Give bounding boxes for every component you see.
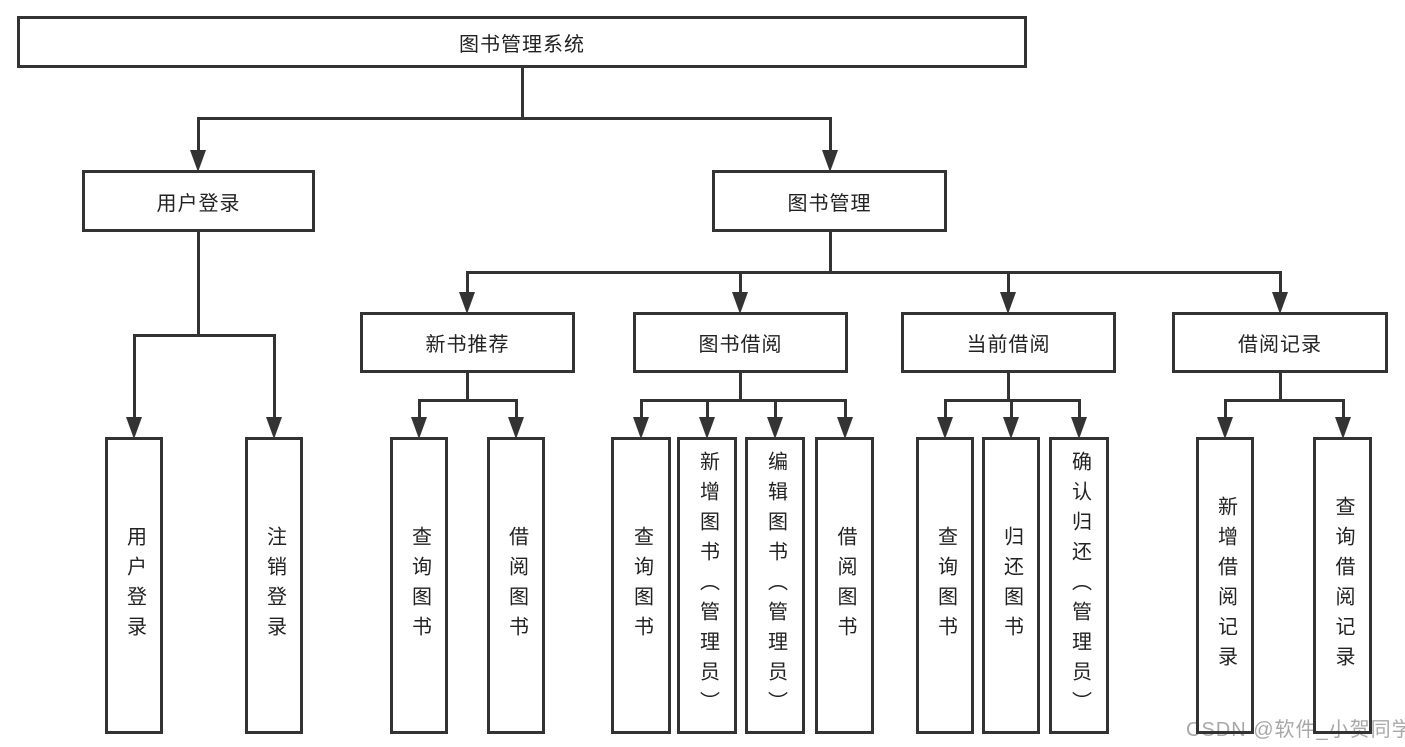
node-new-book-recommend: 新书推荐 bbox=[360, 312, 575, 373]
arrowhead-down-icon bbox=[822, 150, 838, 172]
leaf-label: 查询借阅记录 bbox=[1332, 495, 1354, 676]
connector-line-h bbox=[1223, 398, 1345, 402]
node-current-borrow: 当前借阅 bbox=[901, 312, 1116, 373]
arrowhead-down-icon bbox=[1335, 417, 1351, 439]
leaf-user-login: 用户登录 bbox=[105, 437, 163, 734]
arrowhead-down-icon bbox=[1217, 417, 1233, 439]
arrowhead-down-icon bbox=[1003, 417, 1019, 439]
arrowhead-down-icon bbox=[633, 417, 649, 439]
leaf-label: 注销登录 bbox=[263, 525, 286, 646]
connector-line-v bbox=[520, 66, 524, 120]
leaf-label: 新增图书（管理员） bbox=[696, 450, 719, 721]
connector-line-v bbox=[1278, 272, 1282, 294]
connector-line-v bbox=[843, 400, 847, 419]
leaf-current-confirm-return-admin: 确认归还（管理员） bbox=[1049, 437, 1109, 734]
node-label: 图书借阅 bbox=[698, 334, 783, 356]
leaf-label: 归还图书 bbox=[1000, 525, 1023, 646]
leaf-records-add-record: 新增借阅记录 bbox=[1196, 437, 1254, 734]
watermark: CSDN @软件_小贺同学 bbox=[1186, 719, 1405, 741]
leaf-label: 查询图书 bbox=[934, 525, 957, 646]
arrowhead-down-icon bbox=[1071, 417, 1087, 439]
connector-line-h bbox=[465, 270, 1282, 274]
connector-line-v bbox=[1077, 400, 1081, 419]
connector-line-v bbox=[1006, 272, 1010, 294]
connector-line-v bbox=[828, 231, 832, 274]
node-label: 新书推荐 bbox=[425, 334, 510, 356]
node-book-borrow: 图书借阅 bbox=[633, 312, 848, 373]
connector-line-v bbox=[272, 335, 276, 419]
connector-line-h bbox=[196, 116, 832, 120]
arrowhead-down-icon bbox=[508, 417, 524, 439]
connector-line-v bbox=[196, 118, 200, 152]
connector-line-v bbox=[417, 400, 421, 419]
leaf-label: 确认归还（管理员） bbox=[1068, 450, 1091, 721]
connector-line-h bbox=[132, 333, 276, 337]
arrowhead-down-icon bbox=[937, 417, 953, 439]
connector-line-v bbox=[465, 272, 469, 294]
arrowhead-down-icon bbox=[459, 292, 475, 314]
leaf-label: 借阅图书 bbox=[505, 525, 528, 646]
arrowhead-down-icon bbox=[1272, 292, 1288, 314]
arrowhead-down-icon bbox=[837, 417, 853, 439]
leaf-borrow-query-books: 查询图书 bbox=[611, 437, 671, 734]
connector-line-v bbox=[1006, 372, 1010, 402]
leaf-logout: 注销登录 bbox=[245, 437, 303, 734]
leaf-recommend-borrow-books: 借阅图书 bbox=[487, 437, 545, 734]
leaf-label: 新增借阅记录 bbox=[1214, 495, 1237, 676]
node-label: 当前借阅 bbox=[966, 334, 1051, 356]
arrowhead-down-icon bbox=[732, 292, 748, 314]
connector-line-v bbox=[828, 118, 832, 152]
node-label: 图书管理 bbox=[787, 192, 872, 215]
node-user-login: 用户登录 bbox=[82, 170, 315, 232]
arrowhead-down-icon bbox=[266, 417, 282, 439]
connector-line-v bbox=[773, 400, 777, 419]
leaf-current-query-books: 查询图书 bbox=[916, 437, 974, 734]
leaf-label: 借阅图书 bbox=[834, 525, 856, 646]
node-label: 借阅记录 bbox=[1238, 334, 1322, 356]
connector-line-v bbox=[1278, 372, 1282, 402]
arrowhead-down-icon bbox=[126, 417, 142, 439]
leaf-borrow-borrow-books: 借阅图书 bbox=[815, 437, 874, 734]
leaf-borrow-edit-books-admin: 编辑图书（管理员） bbox=[745, 437, 805, 734]
leaf-recommend-query-books: 查询图书 bbox=[390, 437, 448, 734]
arrowhead-down-icon bbox=[1000, 292, 1016, 314]
connector-line-v bbox=[1009, 400, 1013, 419]
connector-line-v bbox=[465, 372, 469, 402]
connector-line-v bbox=[639, 400, 643, 419]
node-root: 图书管理系统 bbox=[17, 16, 1027, 68]
connector-line-v bbox=[705, 400, 709, 419]
connector-line-v bbox=[132, 335, 136, 419]
connector-line-v bbox=[196, 231, 200, 337]
leaf-label: 编辑图书（管理员） bbox=[764, 450, 787, 721]
node-label: 用户登录 bbox=[156, 192, 241, 215]
connector-line-v bbox=[738, 372, 742, 402]
node-book-management: 图书管理 bbox=[712, 170, 947, 232]
connector-line-h bbox=[417, 398, 518, 402]
leaf-label: 查询图书 bbox=[630, 525, 653, 646]
connector-line-h bbox=[639, 398, 847, 402]
leaf-records-query-record: 查询借阅记录 bbox=[1313, 437, 1372, 734]
leaf-current-return-books: 归还图书 bbox=[982, 437, 1040, 734]
connector-line-v bbox=[1223, 400, 1227, 419]
arrowhead-down-icon bbox=[411, 417, 427, 439]
node-label: 图书管理系统 bbox=[459, 33, 585, 56]
leaf-label: 查询图书 bbox=[408, 525, 431, 646]
connector-line-v bbox=[514, 400, 518, 419]
node-borrow-records: 借阅记录 bbox=[1172, 312, 1388, 373]
connector-line-v bbox=[738, 272, 742, 294]
leaf-label: 用户登录 bbox=[123, 525, 146, 646]
leaf-borrow-add-books-admin: 新增图书（管理员） bbox=[677, 437, 737, 734]
arrowhead-down-icon bbox=[190, 150, 206, 172]
connector-line-v bbox=[1341, 400, 1345, 419]
connector-line-v bbox=[943, 400, 947, 419]
arrowhead-down-icon bbox=[699, 417, 715, 439]
arrowhead-down-icon bbox=[767, 417, 783, 439]
